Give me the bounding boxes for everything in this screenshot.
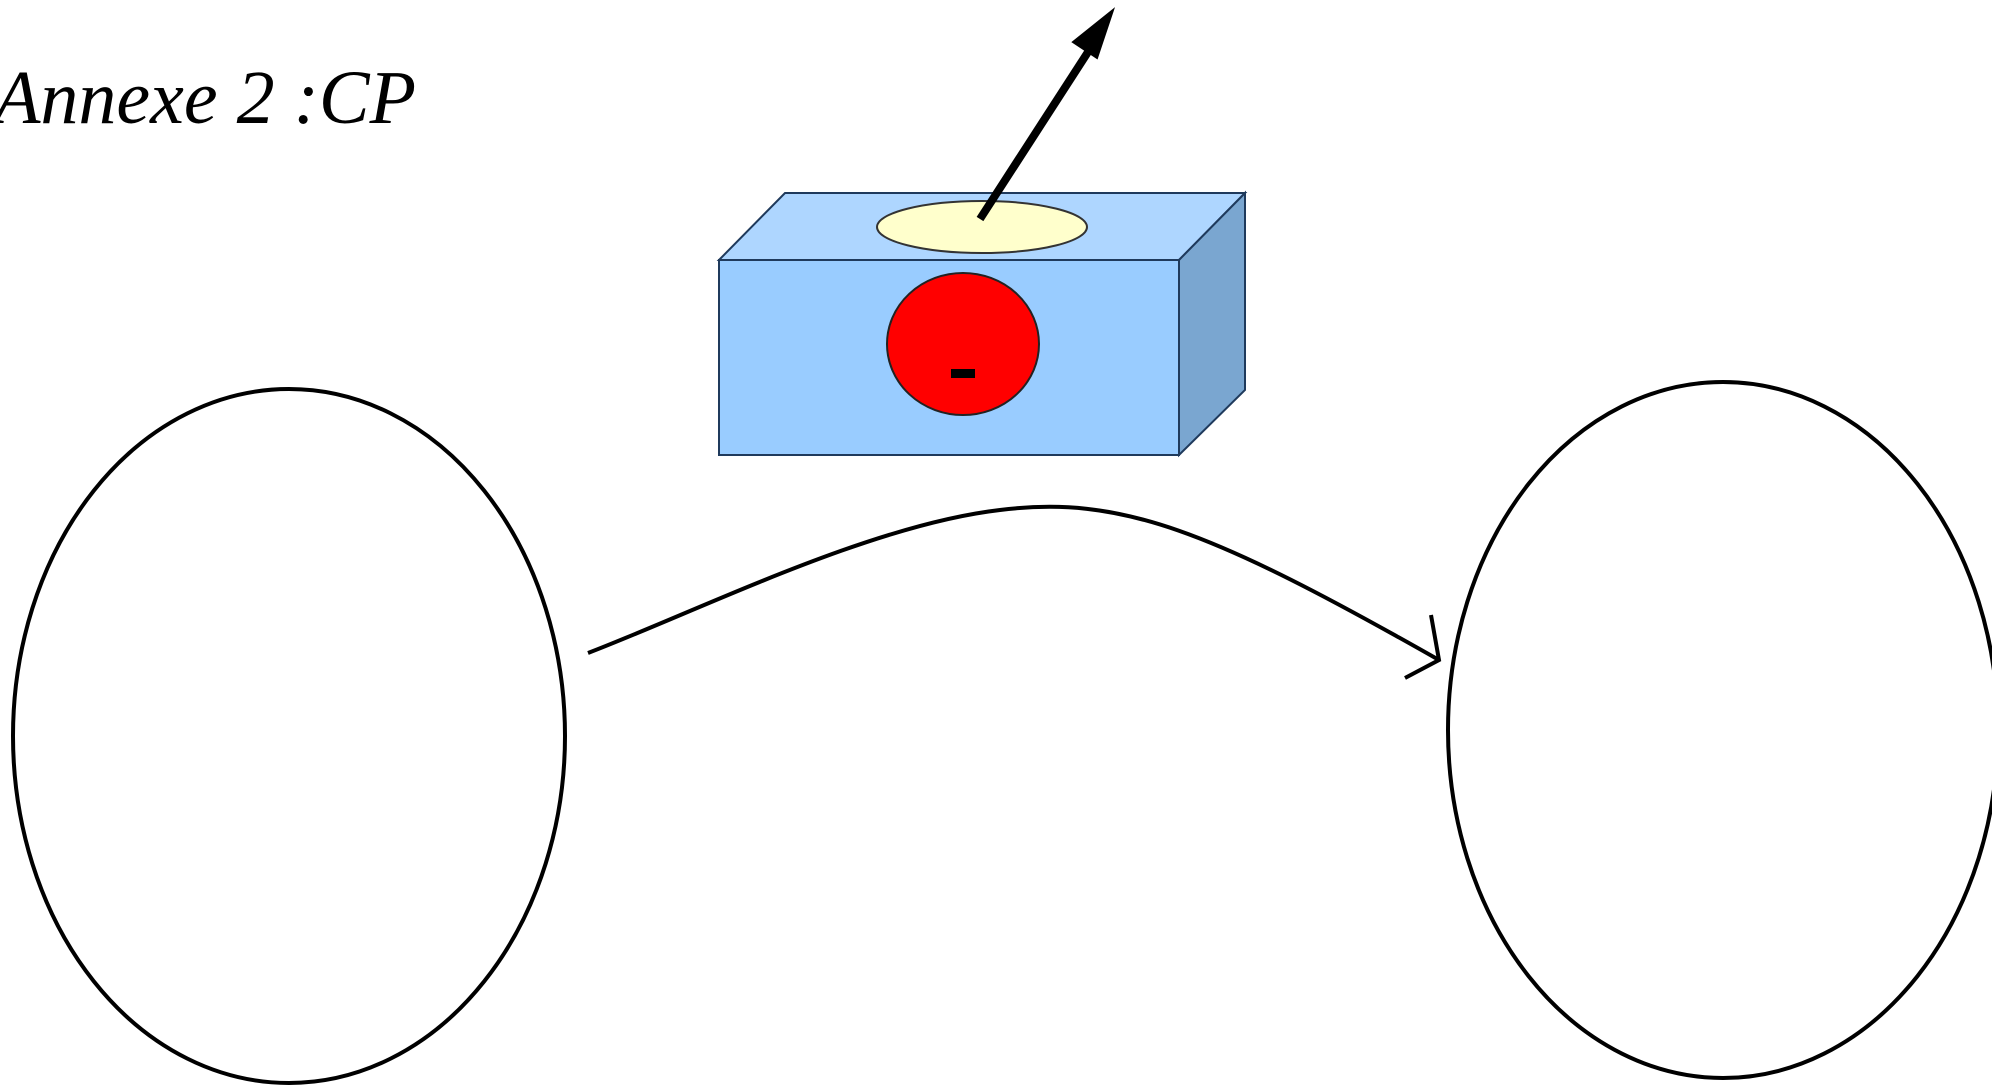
- minus-sign-icon: [951, 369, 975, 378]
- curved-arrow-right-icon: [587, 504, 1442, 680]
- charge: [886, 272, 1040, 416]
- page-title: Annexe 2 :CP: [0, 56, 417, 140]
- box-opening: [876, 200, 1088, 254]
- left-state-ellipse: [11, 387, 567, 1085]
- right-state-ellipse: [1446, 380, 1992, 1080]
- arrow-up-right-icon: [976, 7, 1116, 222]
- charge-circle: [886, 272, 1040, 416]
